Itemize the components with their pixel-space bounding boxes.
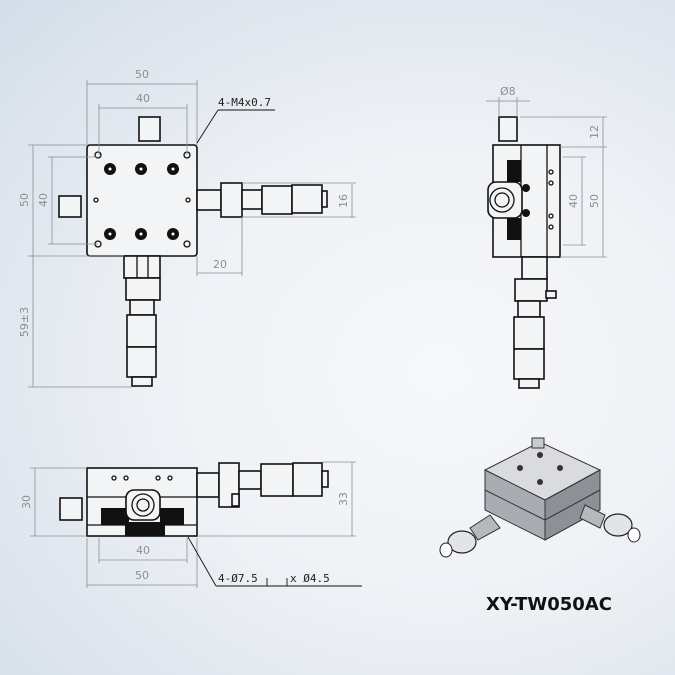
top-view-dimensions: 50 40 4-M4x0.7 50 40 16 20 59±3: [18, 68, 356, 388]
dim-micrometer-offset: 20: [213, 258, 227, 271]
micrometer-x: [196, 182, 328, 218]
micrometer-left: [439, 514, 501, 558]
dim-height-inner: 40: [37, 193, 50, 207]
micrometer-right: [579, 504, 641, 543]
dim-micrometer-dia: 16: [337, 194, 350, 208]
dim-front-height: 30: [20, 495, 33, 509]
dim-side-height-outer: 50: [588, 194, 601, 208]
dim-width-outer: 50: [135, 68, 149, 81]
dim-front-height-total: 33: [337, 492, 350, 506]
dim-knob-dia: Ø8: [500, 85, 516, 98]
hole-callout-counterbore: 4-Ø7.5: [218, 572, 258, 585]
dim-height-outer: 50: [18, 193, 31, 207]
isometric-product-view: [439, 437, 641, 558]
hole-callout-through: x Ø4.5: [290, 572, 330, 585]
dim-front-width-outer: 50: [135, 569, 149, 582]
top-view: 50 40 4-M4x0.7 50 40 16 20 59±3: [18, 68, 356, 388]
dim-knob-height: 12: [588, 125, 601, 139]
micrometer-y: [123, 255, 161, 387]
dim-width-inner: 40: [136, 92, 150, 105]
dim-front-width-inner: 40: [136, 544, 150, 557]
dim-travel: 59±3: [18, 307, 31, 337]
dim-side-height-inner: 40: [567, 194, 580, 208]
front-view: 30 33 40 50 4-Ø7.5 x Ø4.5: [20, 461, 362, 588]
product-model-label: XY-TW050AC: [486, 594, 612, 615]
side-view: Ø8 12 40 50: [486, 85, 607, 389]
thread-callout: 4-M4x0.7: [218, 96, 271, 109]
